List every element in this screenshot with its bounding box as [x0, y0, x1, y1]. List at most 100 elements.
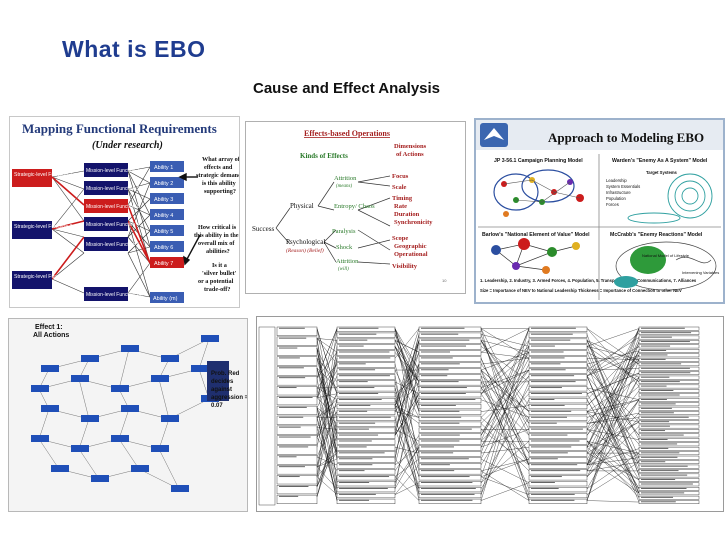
- matrix-cell: [528, 492, 588, 499]
- matrix-link-line: [480, 352, 530, 394]
- matrix-link-line: [480, 346, 530, 388]
- matrix-link-line: [316, 397, 338, 418]
- ability-m-label: Ability (m): [153, 296, 178, 302]
- matrix-cell-text-line: [641, 381, 680, 383]
- ability-2-label: Ability 2: [154, 181, 173, 187]
- matrix-cell-text-line: [531, 410, 572, 412]
- matrix-link-line: [586, 328, 640, 448]
- matrix-cell-text-line: [421, 387, 467, 389]
- mission-function-5-label: Mission-level Function 5: [86, 242, 140, 248]
- matrix-cell-text-line: [641, 479, 676, 480]
- shock-label: Shock: [336, 244, 353, 251]
- warden-item-2: System Essentials: [606, 184, 640, 189]
- matrix-link-line: [480, 387, 530, 454]
- matrix-cell: [276, 346, 318, 356]
- mission-function-1-label: Mission-level Function 1: [86, 168, 140, 174]
- matrix-link-line: [316, 447, 338, 487]
- mapping-subtitle: (Under research): [92, 140, 163, 151]
- mission-function-1-box: [84, 163, 128, 177]
- matrix-link-line: [480, 429, 530, 448]
- matrix-cell-text-line: [641, 492, 685, 494]
- matrix-link-line: [586, 359, 640, 424]
- matrix-link-line: [394, 446, 420, 454]
- matrix-cell: [418, 326, 482, 332]
- matrix-cell-text-line: [279, 347, 298, 349]
- matrix-link-line: [394, 375, 420, 394]
- matrix-cell: [418, 368, 482, 374]
- matrix-cell: [528, 332, 588, 338]
- warden-rings-graphic: [627, 173, 713, 224]
- strategic-function-j-box: [12, 271, 52, 289]
- matrix-link-line: [586, 346, 640, 383]
- matrix-link-line: [316, 435, 338, 487]
- matrix-cell-text-line: [641, 421, 670, 423]
- matrix-link-line: [586, 355, 640, 377]
- ability-2-box: [150, 177, 184, 188]
- matrix-cell-text-line: [641, 501, 676, 503]
- matrix-cell-text-line: [279, 476, 300, 478]
- matrix-cell-text-line: [279, 436, 311, 438]
- matrix-cell-text-line: [641, 341, 690, 343]
- matrix-cell-text-line: [531, 339, 571, 341]
- matrix-cell: [528, 463, 588, 469]
- matrix-link-line: [586, 346, 640, 476]
- matrix-cell-text-line: [531, 482, 555, 483]
- matrix-cell: [528, 409, 588, 415]
- matrix-cell-text-line: [531, 387, 562, 389]
- matrix-link-line: [480, 446, 530, 454]
- matrix-cell-text-line: [421, 410, 460, 412]
- matrix-link-line: [586, 429, 640, 463]
- matrix-cell-text-line: [421, 440, 460, 442]
- matrix-cell: [336, 475, 396, 481]
- warden-item-5: Forces: [606, 202, 619, 207]
- matrix-cell-text-line: [339, 452, 385, 454]
- matrix-link-line: [586, 350, 640, 436]
- matrix-cell: [418, 409, 482, 415]
- scope-item-geographic: Geographic: [394, 243, 427, 250]
- matrix-cell-text-line: [279, 406, 307, 408]
- matrix-cell-text-line: [339, 493, 376, 495]
- matrix-cell: [528, 386, 588, 392]
- matrix-cell-text-line: [531, 363, 561, 365]
- success-label: Success: [252, 225, 274, 233]
- ebo-diagram: Effects-based Operations Kinds of Effect…: [252, 129, 447, 283]
- strategic-function-j-label: Strategic-level Function (j): [14, 274, 75, 280]
- matrix-cell: [418, 457, 482, 463]
- modeling-ebo-panel: Approach to Modeling EBO JP 3-56.1 Campa…: [474, 118, 725, 304]
- matrix-cell-text-line: [531, 416, 567, 418]
- mapping-title: Mapping Functional Requirements: [22, 121, 217, 136]
- matrix-cell-text-line: [421, 434, 460, 436]
- matrix-link-line: [480, 358, 530, 466]
- matrix-cell-text-line: [279, 466, 305, 468]
- matrix-link-line: [586, 328, 640, 365]
- matrix-cell-text-line: [531, 434, 568, 436]
- matrix-link-line: [480, 334, 530, 347]
- matrix-cell: [276, 494, 318, 505]
- matrix-cell-text-line: [531, 333, 573, 335]
- mission-function-3-box: [84, 199, 128, 213]
- psychological-sub-label: (Reason) (Belief): [286, 247, 324, 254]
- matrix-cell: [336, 486, 396, 493]
- matrix-cell-text-line: [531, 452, 568, 454]
- matrix-cell-text-line: [641, 483, 693, 485]
- matrix-cell-text-line: [641, 399, 667, 400]
- matrix-cell-text-line: [531, 357, 565, 359]
- matrix-cell: [418, 350, 482, 356]
- modeling-header-band: [476, 120, 723, 150]
- matrix-link-line: [316, 338, 338, 353]
- matrix-link-line: [586, 500, 640, 503]
- matrix-cell-text-line: [279, 426, 301, 428]
- ability-1-label: Ability 1: [154, 165, 173, 171]
- matrix-link-line: [316, 375, 338, 418]
- matrix-link-line: [394, 340, 420, 382]
- matrix-link-line: [586, 399, 640, 472]
- matrix-cell-text-line: [641, 403, 676, 405]
- matrix-cell-text-line: [641, 470, 679, 472]
- matrix-cell-text-line: [641, 367, 690, 369]
- matrix-cell: [418, 433, 482, 439]
- effect-network-diagram: Effect 1:All Actions: [31, 324, 247, 492]
- matrix-cell: [528, 350, 588, 356]
- matrix-cell-text-line: [339, 327, 379, 329]
